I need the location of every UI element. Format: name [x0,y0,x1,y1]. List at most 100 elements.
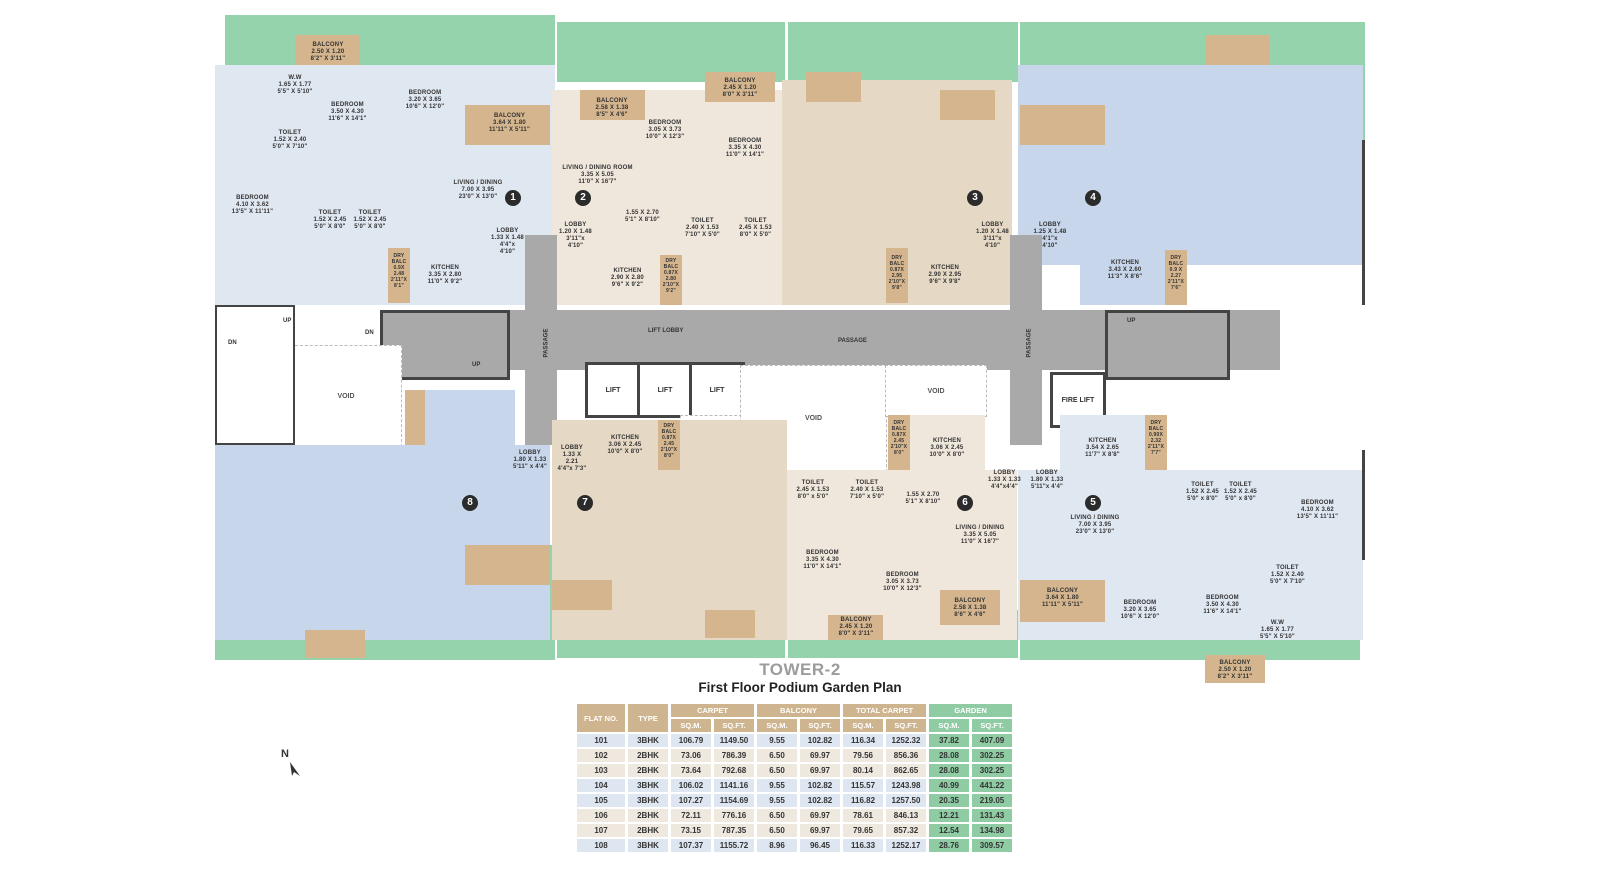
flat-2-balcony-2 [705,72,775,102]
stair-up-label: UP [472,362,481,368]
th-carpet-sqft: SQ.FT. [714,719,754,732]
cell-type: 2BHK [628,809,668,822]
flat-6-kitchen-label: KITCHEN 3.06 X 2.45 10'0" X 8'0" [929,438,965,458]
cell-garden-sqm: 28.08 [929,764,969,777]
flat-6-balcony-label: BALCONY 2.58 X 1.38 8'6" X 4'6" [953,598,987,618]
flat-5-toilet-a-label: TOILET 1.52 X 2.45 5'0" x 8'0" [1186,482,1219,502]
cell-garden-sqm: 12.54 [929,824,969,837]
th-balcony-sqm: SQ.M. [757,719,797,732]
cell-carpet-sqft: 786.39 [714,749,754,762]
flat-6-balcony [940,590,1000,625]
table-row: 101 3BHK 106.79 1149.50 9.55 102.82 116.… [577,734,1012,747]
cell-garden-sqm: 12.21 [929,809,969,822]
flat-4-dry-balc [1165,250,1187,305]
flat-1-balcony-top-label: BALCONY 2.50 X 1.20 8'2" X 3'11" [310,42,346,62]
north-label: N [281,748,289,760]
flat-6-dry-balc-label: DRY BALC 0.87X 2.45 2'10"X 8'0" [890,420,908,456]
flat-6-balcony-2 [828,615,883,640]
wall-right [1362,140,1365,305]
flat-5-balcony-bottom-label: BALCONY 2.50 X 1.20 8'2" X 3'11" [1217,660,1253,680]
th-balcony-sqft: SQ.FT. [800,719,840,732]
north-arrow: N [281,748,300,776]
cell-flat: 107 [577,824,625,837]
flat-2-toilet-a-label: TOILET 2.40 X 1.53 7'10" X 5'0" [685,218,720,238]
flat-6-passage-label: 1.55 X 2.70 5'1" X 8'10" [905,492,941,505]
cell-flat: 101 [577,734,625,747]
cell-balc-sqm: 6.50 [757,824,797,837]
flat-4-dry-balc-label: DRY BALC 0.9 X 2.27 2'11"X 7'6" [1167,255,1185,291]
north-arrow-icon [290,762,300,776]
cell-carpet-sqft: 1141.16 [714,779,754,792]
flat-6-toilet-b-label: TOILET 2.40 X 1.53 7'10" x 5'0" [849,480,885,500]
cell-flat: 108 [577,839,625,852]
table-row: 104 3BHK 106.02 1141.16 9.55 102.82 115.… [577,779,1012,792]
cell-total-sqm: 80.14 [843,764,883,777]
cell-garden-sqft: 219.05 [972,794,1012,807]
flat-5-kitchen [1060,415,1145,470]
th-garden: GARDEN [929,704,1012,717]
th-total-sqft: SQ.FT. [886,719,926,732]
flat-8-balcony-2 [305,630,365,658]
cell-garden-sqm: 20.35 [929,794,969,807]
flat-7-dry-balc [658,420,680,470]
flat-6-living-label: LIVING / DINING 3.35 X 5.05 11'0" X 16'7… [955,525,1005,545]
flat-2-balcony [580,90,645,120]
cell-balc-sqft: 96.45 [800,839,840,852]
cell-balc-sqm: 9.55 [757,779,797,792]
flat-2-toilet-b-label: TOILET 2.45 X 1.53 8'0" X 5'0" [739,218,772,238]
passage-right-label: PASSAGE [1026,328,1033,358]
cell-type: 3BHK [628,839,668,852]
cell-flat: 106 [577,809,625,822]
passage-left-label: PASSAGE [543,328,550,358]
flat-1-bedroom-3-label: BEDROOM 4.10 X 3.62 13'5" X 11'11" [231,195,274,215]
flat-1-dry-balc [388,248,410,303]
th-carpet: CARPET [671,704,754,717]
cell-flat: 102 [577,749,625,762]
flat-2-bedroom-1-label: BEDROOM 3.05 X 3.73 10'0" X 12'3" [645,120,685,140]
cell-total-sqm: 116.82 [843,794,883,807]
flat-6-bedroom-1-label: BEDROOM 3.35 X 4.30 11'0" X 14'1" [803,550,842,570]
flat-1-toilet-master-label: TOILET 1.52 X 2.40 5'0" X 7'10" [272,130,308,150]
cell-balc-sqm: 6.50 [757,749,797,762]
cell-carpet-sqft: 1154.69 [714,794,754,807]
cell-garden-sqm: 28.76 [929,839,969,852]
cell-balc-sqft: 69.97 [800,764,840,777]
cell-garden-sqft: 441.22 [972,779,1012,792]
flat-6-balcony-2-label: BALCONY 2.45 X 1.20 8'0" X 3'11" [838,617,874,637]
core-passage-left [525,235,557,445]
flat-4-balcony-1 [1020,105,1105,145]
flat-7-balcony-2 [705,610,755,638]
cell-balc-sqm: 9.55 [757,734,797,747]
table-row: 107 2BHK 73.15 787.35 6.50 69.97 79.65 8… [577,824,1012,837]
cell-type: 2BHK [628,749,668,762]
flat-2-living-label: LIVING / DINING ROOM 3.35 X 5.05 11'0" X… [562,165,633,185]
cell-carpet-sqft: 792.68 [714,764,754,777]
cell-balc-sqft: 69.97 [800,809,840,822]
flat-1-bedroom-2-label: BEDROOM 3.20 X 3.65 10'6" X 12'0" [405,90,445,110]
flat-2-bedroom-2-label: BEDROOM 3.35 X 4.30 11'0" X 14'1" [725,138,765,158]
th-garden-sqft: SQ.FT. [972,719,1012,732]
flat-5-ww-label: W.W 1.65 X 1.77 5'5" X 5'10" [1260,620,1295,640]
flat-7-balcony-1 [552,580,612,610]
table-row: 102 2BHK 73.06 786.39 6.50 69.97 79.56 8… [577,749,1012,762]
flat-2-passage-label: 1.55 X 2.70 5'1" X 8'10" [625,210,660,223]
flat-5-toilet-b-label: TOILET 1.52 X 2.45 5'0" x 8'0" [1224,482,1257,502]
flat-2-lobby-label: LOBBY 1.20 X 1.48 3'11"x 4'10" [559,222,592,249]
flat-1-toilet-a-label: TOILET 1.52 X 2.45 5'0" X 8'0" [313,210,347,230]
cell-total-sqm: 116.34 [843,734,883,747]
cell-total-sqft: 1252.17 [886,839,926,852]
stair-dn-label: DN [228,340,237,346]
cell-carpet-sqft: 776.16 [714,809,754,822]
cell-garden-sqft: 302.25 [972,764,1012,777]
flat-3-balcony-1 [806,72,861,102]
cell-garden-sqm: 37.82 [929,734,969,747]
th-balcony: BALCONY [757,704,840,717]
cell-garden-sqm: 40.99 [929,779,969,792]
flat-5-number-badge: 5 [1085,495,1101,511]
cell-type: 2BHK [628,824,668,837]
flat-5-dry-balc [1145,415,1167,470]
cell-type: 3BHK [628,734,668,747]
stair-dn2-label: DN [365,330,374,336]
flat-5-balcony-2-label: BALCONY 3.64 X 1.80 11'11" X 5'11" [1041,588,1084,608]
cell-carpet-sqm: 72.11 [671,809,711,822]
